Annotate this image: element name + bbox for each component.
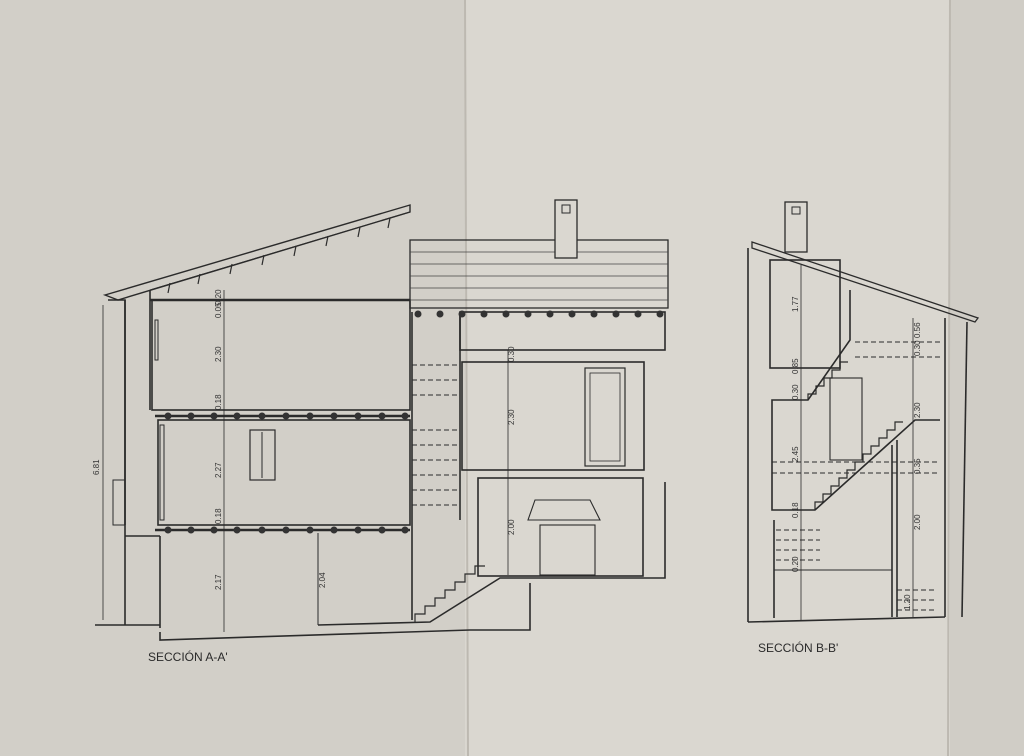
beam-dots — [164, 310, 664, 534]
dim-b-slab-low: 0.18 — [791, 502, 800, 518]
dim-b-base: 0.20 — [791, 556, 800, 572]
dim-slab2: 0.18 — [214, 394, 223, 410]
dim-b-r-low: 2.00 — [913, 514, 922, 530]
fireplace-hood — [527, 499, 601, 521]
section-b-title: SECCIÓN B-B' — [758, 640, 838, 655]
dim-b-upper: 0.85 — [791, 358, 800, 374]
dim-b-top: 1.77 — [791, 296, 800, 312]
dim-floor1-b: 2.04 — [318, 572, 327, 588]
dim-floor3: 2.30 — [214, 346, 223, 362]
chimney-b — [784, 201, 808, 253]
dim-b-r-top: 0.56 — [913, 322, 922, 338]
dim-floor2: 2.27 — [214, 462, 223, 478]
dim-mid-low: 2.00 — [507, 519, 516, 535]
dim-roof-a: 0.20 — [214, 289, 223, 305]
section-a-title: SECCIÓN A-A' — [148, 649, 228, 664]
paper-panel-right — [950, 0, 1024, 756]
dim-b-r-mid: 2.30 — [913, 402, 922, 418]
dim-roof-b: 0.05 — [214, 302, 223, 318]
dim-b-r-base: 1.20 — [903, 594, 912, 610]
paper-panel-middle — [465, 0, 950, 756]
dim-mid-floor: 2.30 — [507, 409, 516, 425]
dim-b-r-slab2: 0.35 — [913, 458, 922, 474]
dim-b-mid: 2.45 — [791, 446, 800, 462]
dim-total: 6.81 — [92, 459, 101, 475]
dim-b-r-slab: 0.30 — [913, 340, 922, 356]
dim-slab1: 0.18 — [214, 508, 223, 524]
chimney — [554, 199, 578, 259]
tiled-roof — [409, 239, 669, 309]
paper-panel-left — [0, 0, 465, 756]
fold-line — [947, 0, 951, 756]
dim-mid-slab: 0.30 — [507, 346, 516, 362]
dim-floor1: 2.17 — [214, 574, 223, 590]
roof-right — [751, 241, 980, 323]
section-b-drawing — [747, 201, 980, 623]
section-a-drawing — [95, 199, 669, 641]
dim-b-slab-up: 0.30 — [791, 384, 800, 400]
